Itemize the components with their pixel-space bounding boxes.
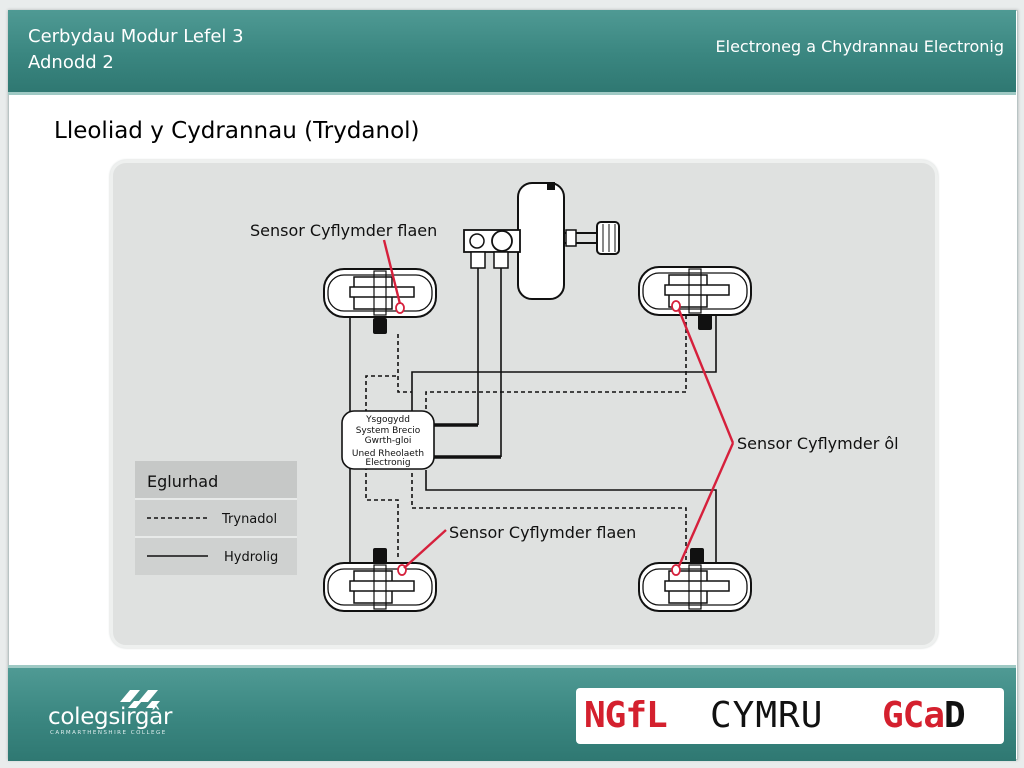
wheel-rear-right-top xyxy=(638,266,752,316)
ecu-line-5: Electronig xyxy=(365,458,410,468)
label-front-speed-sensor-bottom: Sensor Cyflymder flaen xyxy=(449,523,636,542)
course-line-1: Cerbydau Modur Lefel 3 xyxy=(28,26,244,47)
legend-hydraulic-label: Hydrolig xyxy=(224,550,278,565)
footer-bar: colegsirgâr CARMARTHENSHIRE COLLEGE NGfL… xyxy=(8,665,1016,761)
logo-cymru: CYMRU xyxy=(710,695,824,736)
ecu-line-1: Ysgogydd xyxy=(365,415,410,425)
course-title: Cerbydau Modur Lefel 3 Adnodd 2 xyxy=(28,24,244,76)
college-logo-icon xyxy=(120,690,160,708)
brake-booster xyxy=(517,182,620,300)
label-front-speed-sensor-top: Sensor Cyflymder flaen xyxy=(250,221,437,240)
master-cylinder xyxy=(463,229,521,269)
legend: Eglurhad Trynadol Hydrolig xyxy=(135,461,297,575)
ecu-line-2: System Brecio xyxy=(356,426,421,436)
ngfl-logo: NGfL CYMRU GCaD xyxy=(576,688,1004,744)
ecu-line-4: Uned Rheolaeth xyxy=(352,449,424,459)
course-line-2: Adnodd 2 xyxy=(28,52,114,73)
logo-gcad: GCaD xyxy=(882,695,966,736)
slide-title: Lleoliad y Cydrannau (Trydanol) xyxy=(54,118,420,144)
abs-control-unit: Ysgogydd System Brecio Gwrth-gloi Uned R… xyxy=(341,410,435,470)
logo-d: D xyxy=(944,695,966,736)
logo-gca: GCa xyxy=(882,695,945,736)
sensor-leader-lines xyxy=(382,239,735,569)
legend-title: Eglurhad xyxy=(147,472,218,491)
wheel-front-left-bottom xyxy=(323,562,437,612)
header-bar: Cerbydau Modur Lefel 3 Adnodd 2 Electron… xyxy=(8,10,1016,95)
wheel-rear-right-bottom xyxy=(638,562,752,612)
electrical-wiring xyxy=(365,308,687,560)
ecu-line-3: Gwrth-gloi xyxy=(365,436,412,446)
logo-ngfl: NGfL xyxy=(584,695,668,736)
wheel-front-left xyxy=(323,268,437,318)
ecu-output-lines xyxy=(433,423,501,459)
label-rear-speed-sensor: Sensor Cyflymder ôl xyxy=(737,434,899,453)
college-name: colegsirgâr xyxy=(48,704,173,730)
legend-electrical-label: Trynadol xyxy=(221,512,277,527)
subject-title: Electroneg a Chydrannau Electronig xyxy=(715,37,1004,56)
sensor-studs xyxy=(373,314,712,564)
college-tagline: CARMARTHENSHIRE COLLEGE xyxy=(50,730,167,736)
